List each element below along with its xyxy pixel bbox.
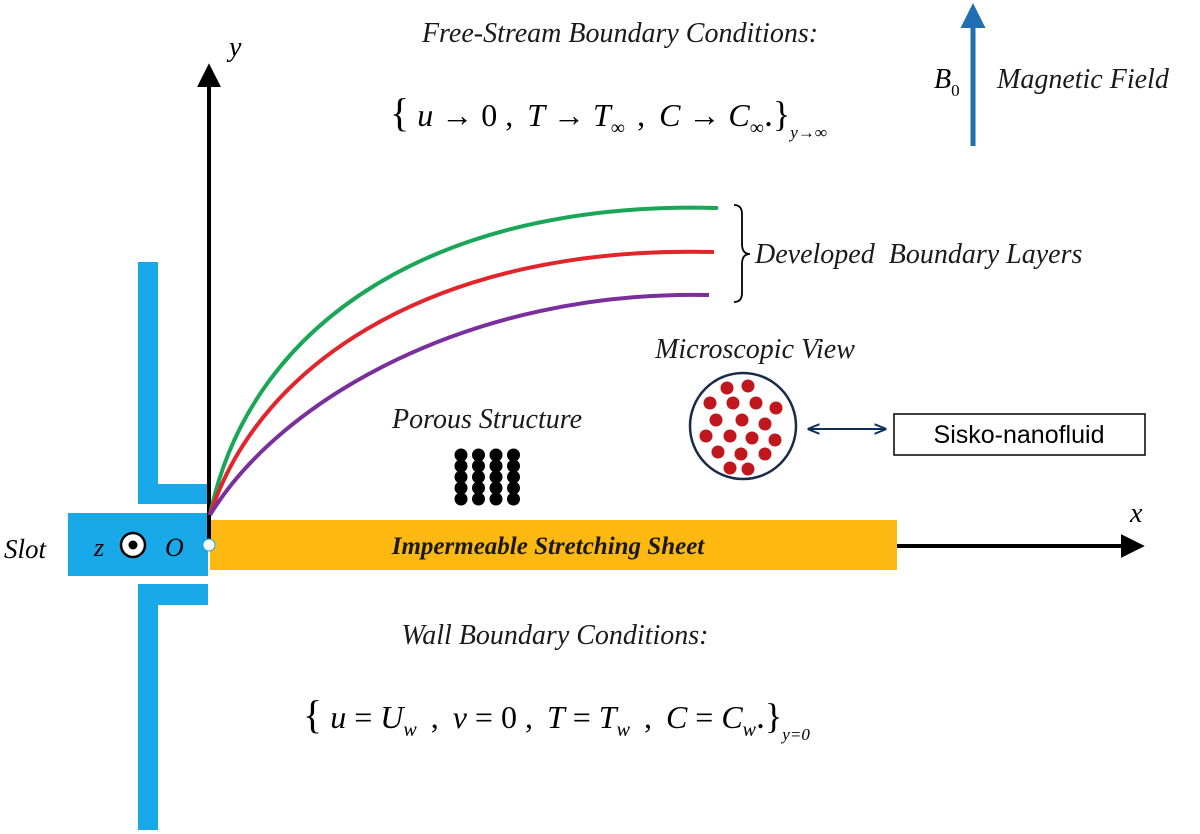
free-stream-equation: { u → 0 , T → T∞ , C → C∞.}y→∞ bbox=[390, 90, 827, 142]
porous-dot bbox=[472, 459, 485, 473]
nanoparticle bbox=[768, 433, 782, 447]
origin-point bbox=[202, 538, 216, 552]
porous-dot bbox=[472, 481, 485, 495]
nanoparticle bbox=[758, 447, 772, 461]
nanoparticle bbox=[709, 413, 723, 427]
nanoparticle bbox=[749, 396, 763, 410]
boundary-layers-brace bbox=[733, 204, 751, 303]
boundary-layers-label: Developed Boundary Layers bbox=[754, 239, 1082, 270]
porous-dot bbox=[507, 481, 520, 495]
slot-upper-lip bbox=[138, 484, 208, 504]
x-axis-label: x bbox=[1129, 498, 1143, 529]
origin-label: O bbox=[165, 533, 184, 562]
wall-title: Wall Boundary Conditions: bbox=[402, 620, 709, 651]
nanoparticles-group bbox=[699, 379, 783, 476]
nanoparticle bbox=[758, 417, 772, 431]
wall-equation: { u = Uw , v = 0 , T = Tw , C = Cw.}y=0 bbox=[303, 692, 810, 744]
nanoparticle bbox=[723, 461, 737, 475]
porous-dot bbox=[489, 492, 503, 506]
porous-dot bbox=[507, 448, 520, 462]
porous-dot bbox=[507, 459, 520, 473]
free-stream-title: Free-Stream Boundary Conditions: bbox=[421, 18, 818, 49]
porous-dot bbox=[507, 470, 520, 484]
nanoparticle bbox=[720, 381, 734, 395]
porous-dot bbox=[454, 492, 468, 506]
porous-dot bbox=[489, 481, 503, 495]
porous-dot bbox=[489, 448, 503, 462]
nanoparticle bbox=[741, 379, 755, 393]
magnetic-field-label: Magnetic Field bbox=[996, 64, 1170, 95]
slot-lower-wall bbox=[138, 584, 158, 830]
porous-dot bbox=[454, 459, 468, 473]
porous-dot bbox=[507, 492, 520, 506]
microscopic-view-label: Microscopic View bbox=[654, 334, 855, 365]
slot-label: Slot bbox=[4, 534, 48, 564]
boundary-layer-curve-purple bbox=[208, 292, 710, 517]
nanoparticle bbox=[703, 396, 717, 410]
magnetic-symbol: B0 bbox=[934, 64, 960, 100]
nanoparticle bbox=[769, 401, 783, 415]
sheet-label: Impermeable Stretching Sheet bbox=[391, 533, 706, 560]
porous-dot bbox=[472, 470, 485, 484]
porous-structure-label: Porous Structure bbox=[391, 404, 582, 435]
nanoparticle bbox=[726, 396, 740, 410]
porous-dot bbox=[454, 448, 468, 462]
nanoparticle bbox=[699, 429, 713, 443]
nanofluid-box bbox=[893, 413, 1146, 456]
porous-dot bbox=[454, 481, 468, 495]
nanoparticle bbox=[745, 431, 759, 445]
porous-dot bbox=[454, 470, 468, 484]
slot-channel bbox=[68, 262, 208, 830]
nanoparticle bbox=[735, 413, 749, 427]
nanofluid-label: Sisko-nanofluid bbox=[934, 421, 1105, 449]
nanoparticle bbox=[723, 429, 737, 443]
porous-dot bbox=[472, 492, 485, 506]
z-axis-label: z bbox=[93, 533, 104, 562]
boundary-layer-curve-green bbox=[208, 205, 719, 516]
porous-dot bbox=[472, 448, 485, 462]
porous-dot bbox=[489, 470, 503, 484]
nanoparticle bbox=[711, 445, 725, 459]
stretching-sheet bbox=[210, 520, 897, 570]
y-axis-label: y bbox=[226, 32, 242, 63]
nanoparticle bbox=[734, 447, 748, 461]
slot-upper-wall bbox=[138, 262, 158, 502]
boundary-layer-curve-red bbox=[208, 249, 715, 516]
porous-structure-grid bbox=[454, 448, 520, 506]
z-out-of-page-icon bbox=[119, 531, 147, 559]
nanoparticle bbox=[741, 462, 755, 476]
porous-dot bbox=[489, 459, 503, 473]
